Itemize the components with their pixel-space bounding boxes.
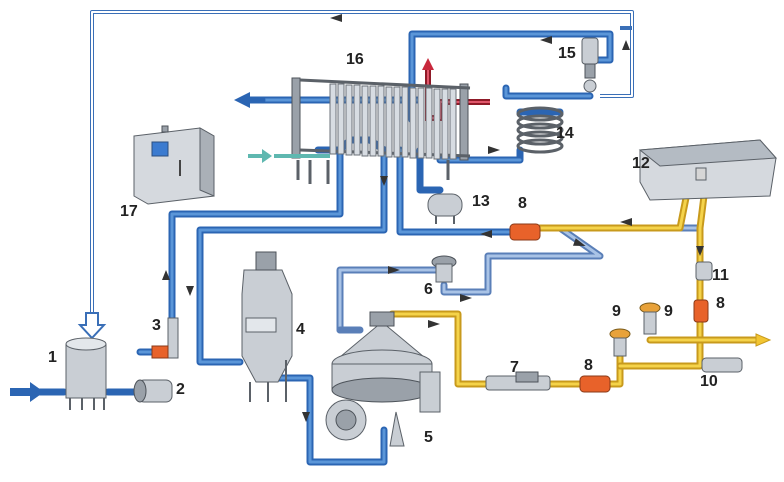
label-10: 10 bbox=[700, 373, 718, 390]
flow-arrows bbox=[162, 36, 704, 422]
label-5: 5 bbox=[424, 429, 433, 446]
return-line-outline bbox=[90, 10, 634, 318]
vacuum-vessel bbox=[241, 251, 293, 402]
control-valve-9a bbox=[609, 328, 631, 357]
product-outlet-arrow bbox=[755, 333, 772, 347]
label-4: 4 bbox=[296, 321, 305, 338]
label-6: 6 bbox=[424, 281, 433, 298]
label-17: 17 bbox=[120, 203, 138, 220]
sight-glass bbox=[695, 261, 713, 281]
label-8a: 8 bbox=[518, 195, 527, 212]
label-16: 16 bbox=[346, 51, 364, 68]
control-panel bbox=[133, 125, 215, 205]
outlet-valve bbox=[701, 357, 743, 373]
label-13: 13 bbox=[472, 193, 490, 210]
plate-heat-exchanger bbox=[274, 77, 471, 184]
label-7: 7 bbox=[510, 359, 519, 376]
tank-inlet-arrow bbox=[77, 312, 107, 340]
inlet-valve bbox=[151, 317, 179, 359]
feed-tank bbox=[65, 337, 107, 410]
label-8b: 8 bbox=[584, 357, 593, 374]
flow-unit-8a bbox=[509, 223, 541, 241]
pressure-valve bbox=[431, 255, 457, 283]
flow-unit-8b bbox=[579, 375, 611, 393]
holding-coil bbox=[516, 106, 564, 154]
control-valve-9b bbox=[639, 302, 661, 335]
callout-numbers: 1 2 3 4 5 6 7 8 8 8 9 9 10 11 12 13 14 1… bbox=[48, 45, 729, 446]
feed-inlet-arrow bbox=[10, 382, 68, 402]
heater-inlet-arrow bbox=[248, 149, 272, 163]
heater-outlet-arrow bbox=[234, 92, 250, 108]
label-1: 1 bbox=[48, 349, 57, 366]
label-14: 14 bbox=[556, 125, 574, 142]
flow-arrow-top bbox=[330, 14, 342, 22]
flow-unit-8c bbox=[693, 299, 709, 323]
flow-meter bbox=[485, 371, 551, 391]
yellow-pipelines bbox=[388, 174, 764, 388]
label-2: 2 bbox=[176, 381, 185, 398]
divert-valve bbox=[581, 37, 599, 93]
collection-tank bbox=[638, 139, 778, 201]
label-12: 12 bbox=[632, 155, 650, 172]
label-11: 11 bbox=[712, 267, 729, 284]
centrifugal-separator bbox=[325, 311, 441, 447]
label-8c: 8 bbox=[716, 295, 725, 312]
label-9a: 9 bbox=[612, 303, 621, 320]
label-9b: 9 bbox=[664, 303, 673, 320]
small-tank bbox=[427, 193, 463, 224]
label-3: 3 bbox=[152, 317, 161, 334]
feed-pump bbox=[133, 379, 173, 403]
label-15: 15 bbox=[558, 45, 576, 62]
